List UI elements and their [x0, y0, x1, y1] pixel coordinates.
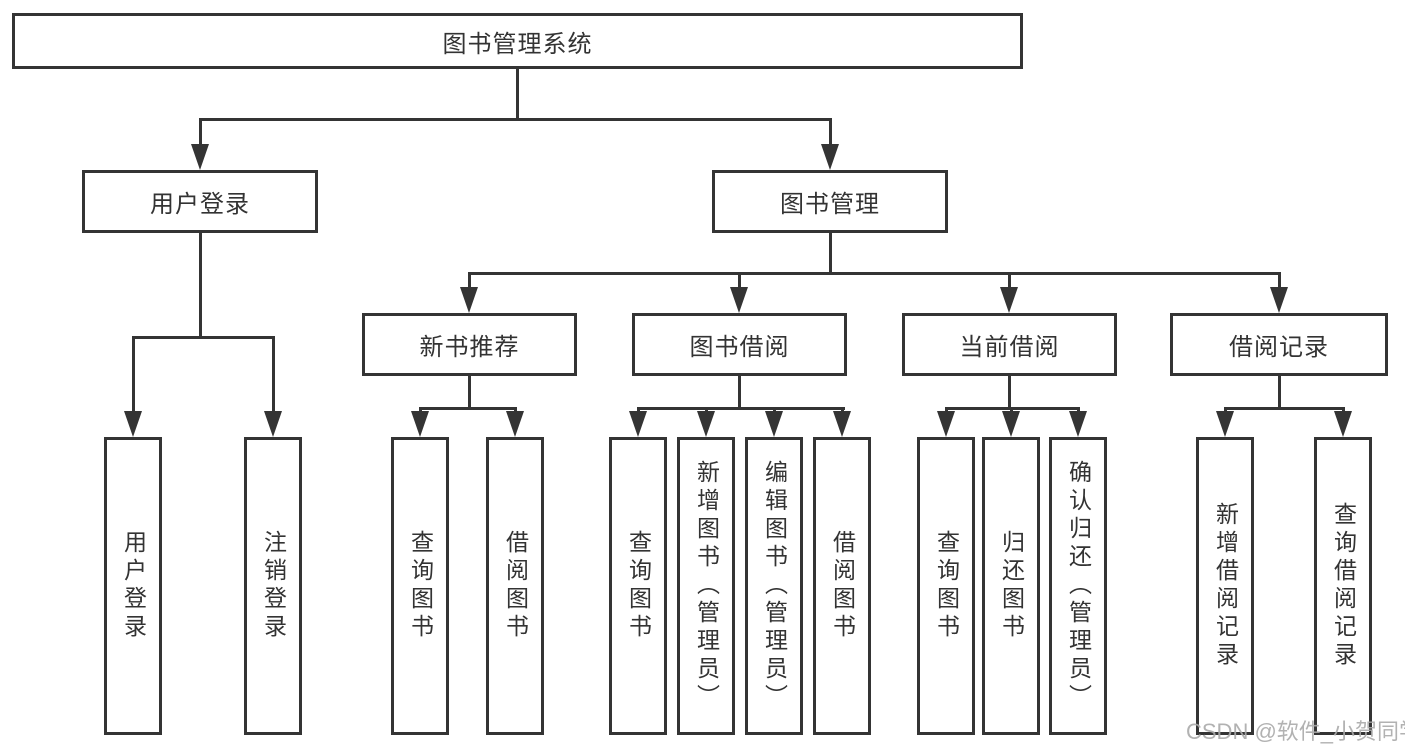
connector-line: [516, 69, 519, 118]
leaf-add-borrow-record: 新增借阅记录: [1196, 437, 1254, 735]
leaf-user-login: 用户登录: [104, 437, 162, 735]
node-label: 图书借阅: [689, 334, 790, 361]
connector-line: [829, 118, 832, 147]
node-book-borrowing: 图书借阅: [632, 313, 847, 376]
node-label: 当前借阅: [959, 334, 1060, 361]
arrow-head: [765, 411, 783, 437]
connector-line: [1278, 272, 1281, 290]
arrow-head: [697, 411, 715, 437]
node-borrowing-records: 借阅记录: [1170, 313, 1388, 376]
arrow-head: [1000, 287, 1018, 313]
arrow-head: [460, 287, 478, 313]
connector-line: [132, 336, 135, 414]
leaf-label: 编辑图书（管理员）: [761, 460, 788, 712]
leaf-label: 用户登录: [120, 530, 147, 642]
arrow-head: [1334, 411, 1352, 437]
leaf-query-borrow-record: 查询借阅记录: [1314, 437, 1372, 735]
connector-line: [738, 272, 741, 290]
leaf-label: 查询图书: [933, 530, 960, 642]
node-user-login: 用户登录: [82, 170, 318, 233]
leaf-label: 借阅图书: [502, 530, 529, 642]
arrow-head: [1002, 411, 1020, 437]
leaf-query-books-recommend: 查询图书: [391, 437, 449, 735]
leaf-label: 查询图书: [625, 530, 652, 642]
connector-line: [468, 272, 1281, 275]
connector-line: [1008, 272, 1011, 290]
csdn-watermark: CSDN @软件_小贺同学: [1186, 719, 1405, 744]
arrow-head: [191, 144, 209, 170]
arrow-head: [833, 411, 851, 437]
leaf-label: 查询图书: [407, 530, 434, 642]
node-book-management: 图书管理: [712, 170, 948, 233]
connector-line: [468, 272, 471, 290]
connector-line: [199, 233, 202, 336]
arrow-head: [124, 411, 142, 437]
leaf-logout: 注销登录: [244, 437, 302, 735]
arrow-head: [821, 144, 839, 170]
node-library-management-system: 图书管理系统: [12, 13, 1023, 69]
connector-line: [637, 407, 845, 410]
leaf-add-book-admin: 新增图书（管理员）: [677, 437, 735, 735]
leaf-label: 注销登录: [260, 530, 287, 642]
node-label: 图书管理: [780, 191, 880, 218]
node-label: 新书推荐: [419, 334, 520, 361]
arrow-head: [937, 411, 955, 437]
leaf-edit-book-admin: 编辑图书（管理员）: [745, 437, 803, 735]
arrow-head: [264, 411, 282, 437]
leaf-borrow-books-recommend: 借阅图书: [486, 437, 544, 735]
leaf-label: 新增图书（管理员）: [693, 460, 720, 712]
leaf-return-book: 归还图书: [982, 437, 1040, 735]
node-label: 用户登录: [150, 191, 250, 218]
leaf-confirm-return-admin: 确认归还（管理员）: [1049, 437, 1107, 735]
arrow-head: [730, 287, 748, 313]
connector-line: [419, 407, 517, 410]
arrow-head: [629, 411, 647, 437]
leaf-borrow-books-borrowing: 借阅图书: [813, 437, 871, 735]
node-label: 图书管理系统: [442, 30, 593, 58]
connector-line: [738, 376, 741, 407]
arrow-head: [1216, 411, 1234, 437]
leaf-query-books-current: 查询图书: [917, 437, 975, 735]
node-current-borrowing: 当前借阅: [902, 313, 1117, 376]
connector-line: [132, 336, 275, 339]
leaf-query-books-borrowing: 查询图书: [609, 437, 667, 735]
connector-line: [199, 118, 202, 147]
arrow-head: [1069, 411, 1087, 437]
arrow-head: [411, 411, 429, 437]
leaf-label: 新增借阅记录: [1212, 502, 1239, 670]
leaf-label: 借阅图书: [829, 530, 856, 642]
connector-line: [199, 118, 831, 121]
arrow-head: [506, 411, 524, 437]
leaf-label: 确认归还（管理员）: [1065, 460, 1092, 712]
connector-line: [829, 233, 832, 273]
connector-line: [1278, 376, 1281, 407]
connector-line: [1224, 407, 1345, 410]
leaf-label: 归还图书: [998, 530, 1025, 642]
node-new-book-recommendation: 新书推荐: [362, 313, 577, 376]
connector-line: [468, 376, 471, 407]
leaf-label: 查询借阅记录: [1330, 502, 1357, 670]
connector-line: [1008, 376, 1011, 407]
connector-line: [272, 336, 275, 414]
node-label: 借阅记录: [1229, 334, 1329, 361]
arrow-head: [1270, 287, 1288, 313]
